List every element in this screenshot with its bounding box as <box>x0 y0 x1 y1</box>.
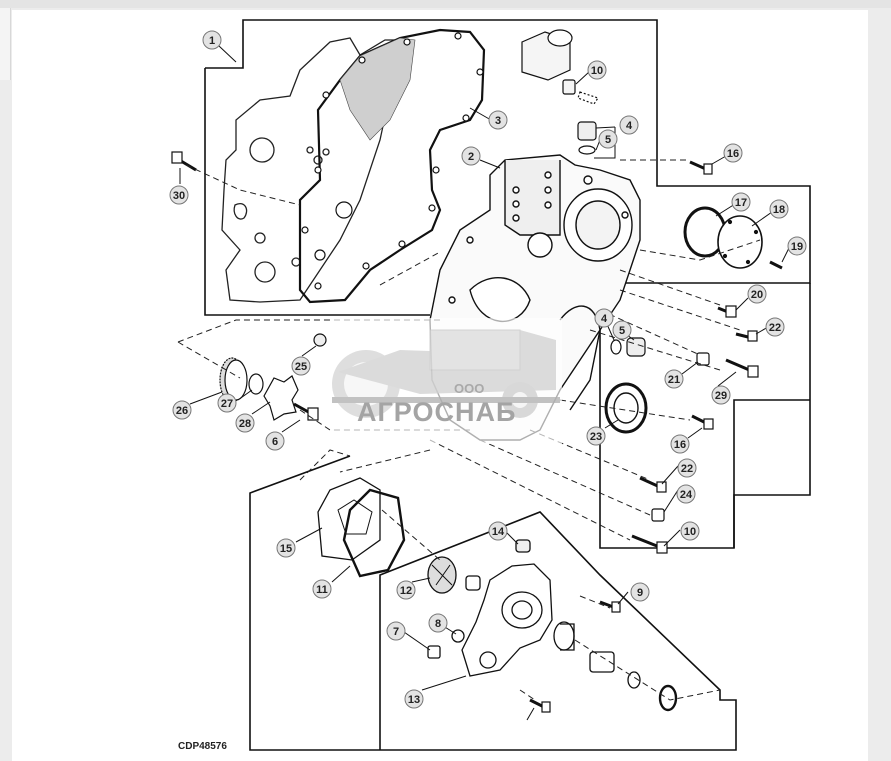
cap-screws <box>171 151 759 554</box>
callout-label: 11 <box>316 584 328 596</box>
figure-code: CDP48576 <box>178 741 227 752</box>
plug-with-washer <box>577 121 597 155</box>
callout-13: 13 <box>404 689 424 709</box>
callout-label: 5 <box>605 134 611 146</box>
callout-30: 30 <box>169 185 189 205</box>
callout-5: 5 <box>612 320 632 340</box>
callout-label: 15 <box>280 543 292 555</box>
callout-label: 22 <box>681 463 693 475</box>
callout-label: 18 <box>773 204 785 216</box>
callout-20: 20 <box>747 284 767 304</box>
callout-18: 18 <box>769 199 789 219</box>
callout-label: 13 <box>408 694 420 706</box>
gasket-stipple <box>339 37 416 141</box>
idler-gear-assembly <box>219 333 327 421</box>
callout-19: 19 <box>787 236 807 256</box>
callout-label: 14 <box>492 526 505 538</box>
callout-label: 10 <box>591 65 603 77</box>
gasket-holes <box>301 32 484 290</box>
callout-label: 19 <box>791 241 803 253</box>
callout-label: 4 <box>601 313 608 325</box>
callout-label: 20 <box>751 289 763 301</box>
callout-label: 6 <box>272 436 278 448</box>
breather-cap-assembly <box>521 29 599 105</box>
callout-label: 30 <box>173 190 185 202</box>
watermark-company-name: АГРОСНАБ <box>357 397 516 427</box>
callout-14: 14 <box>488 521 508 541</box>
callout-label: 22 <box>769 322 781 334</box>
callout-3: 3 <box>488 110 508 130</box>
callout-15: 15 <box>276 538 296 558</box>
callout-24: 24 <box>676 484 696 504</box>
callout-label: 9 <box>637 587 643 599</box>
lower-group-boundary <box>249 455 737 751</box>
callout-11: 11 <box>312 579 332 599</box>
callout-25: 25 <box>291 356 311 376</box>
seal-ring-and-cover <box>683 206 783 270</box>
callout-16: 16 <box>723 143 743 163</box>
callout-21: 21 <box>664 369 684 389</box>
callout-27: 27 <box>217 393 237 413</box>
callout-5: 5 <box>598 129 618 149</box>
callout-label: 28 <box>239 418 251 430</box>
callout-label: 17 <box>735 197 747 209</box>
callout-22: 22 <box>765 317 785 337</box>
callout-10: 10 <box>587 60 607 80</box>
callout-label: 1 <box>209 35 215 47</box>
watermark-company-type: ООО <box>454 381 484 396</box>
callout-12: 12 <box>396 580 416 600</box>
callout-label: 16 <box>727 148 739 160</box>
callout-label: 5 <box>619 325 625 337</box>
callout-label: 23 <box>590 431 602 443</box>
callout-17: 17 <box>731 192 751 212</box>
callout-label: 3 <box>495 115 501 127</box>
browser-top-strip <box>0 0 891 8</box>
callout-7: 7 <box>386 621 406 641</box>
plug-with-seal-middle <box>610 337 646 357</box>
callout-label: 7 <box>393 626 399 638</box>
callout-29: 29 <box>711 385 731 405</box>
callout-label: 4 <box>626 120 633 132</box>
callout-label: 29 <box>715 390 727 402</box>
callout-8: 8 <box>428 613 448 633</box>
callout-28: 28 <box>235 413 255 433</box>
callout-label: 12 <box>400 585 412 597</box>
callout-9: 9 <box>630 582 650 602</box>
callout-label: 2 <box>468 151 474 163</box>
callout-label: 8 <box>435 618 441 630</box>
water-pump-gaskets <box>317 477 406 578</box>
callout-16: 16 <box>670 434 690 454</box>
water-pump-assembly <box>427 539 678 712</box>
callout-label: 25 <box>295 361 307 373</box>
callout-23: 23 <box>586 426 606 446</box>
callout-label: 24 <box>680 489 693 501</box>
callout-22: 22 <box>677 458 697 478</box>
left-panel-edge <box>0 8 11 80</box>
dashed-assembly-lines <box>177 159 761 701</box>
callout-4: 4 <box>619 115 639 135</box>
callout-label: 10 <box>684 526 696 538</box>
callout-10: 10 <box>680 521 700 541</box>
callout-label: 26 <box>176 405 188 417</box>
callout-4: 4 <box>594 308 614 328</box>
callout-label: 16 <box>674 439 686 451</box>
callout-label: 27 <box>221 398 233 410</box>
callout-26: 26 <box>172 400 192 420</box>
agrosnab-watermark <box>330 318 562 444</box>
callout-6: 6 <box>265 431 285 451</box>
callout-label: 21 <box>668 374 680 386</box>
lower-cap-screws <box>529 600 621 713</box>
callout-2: 2 <box>461 146 481 166</box>
callout-leaders <box>179 45 791 721</box>
callout-1: 1 <box>202 30 222 50</box>
